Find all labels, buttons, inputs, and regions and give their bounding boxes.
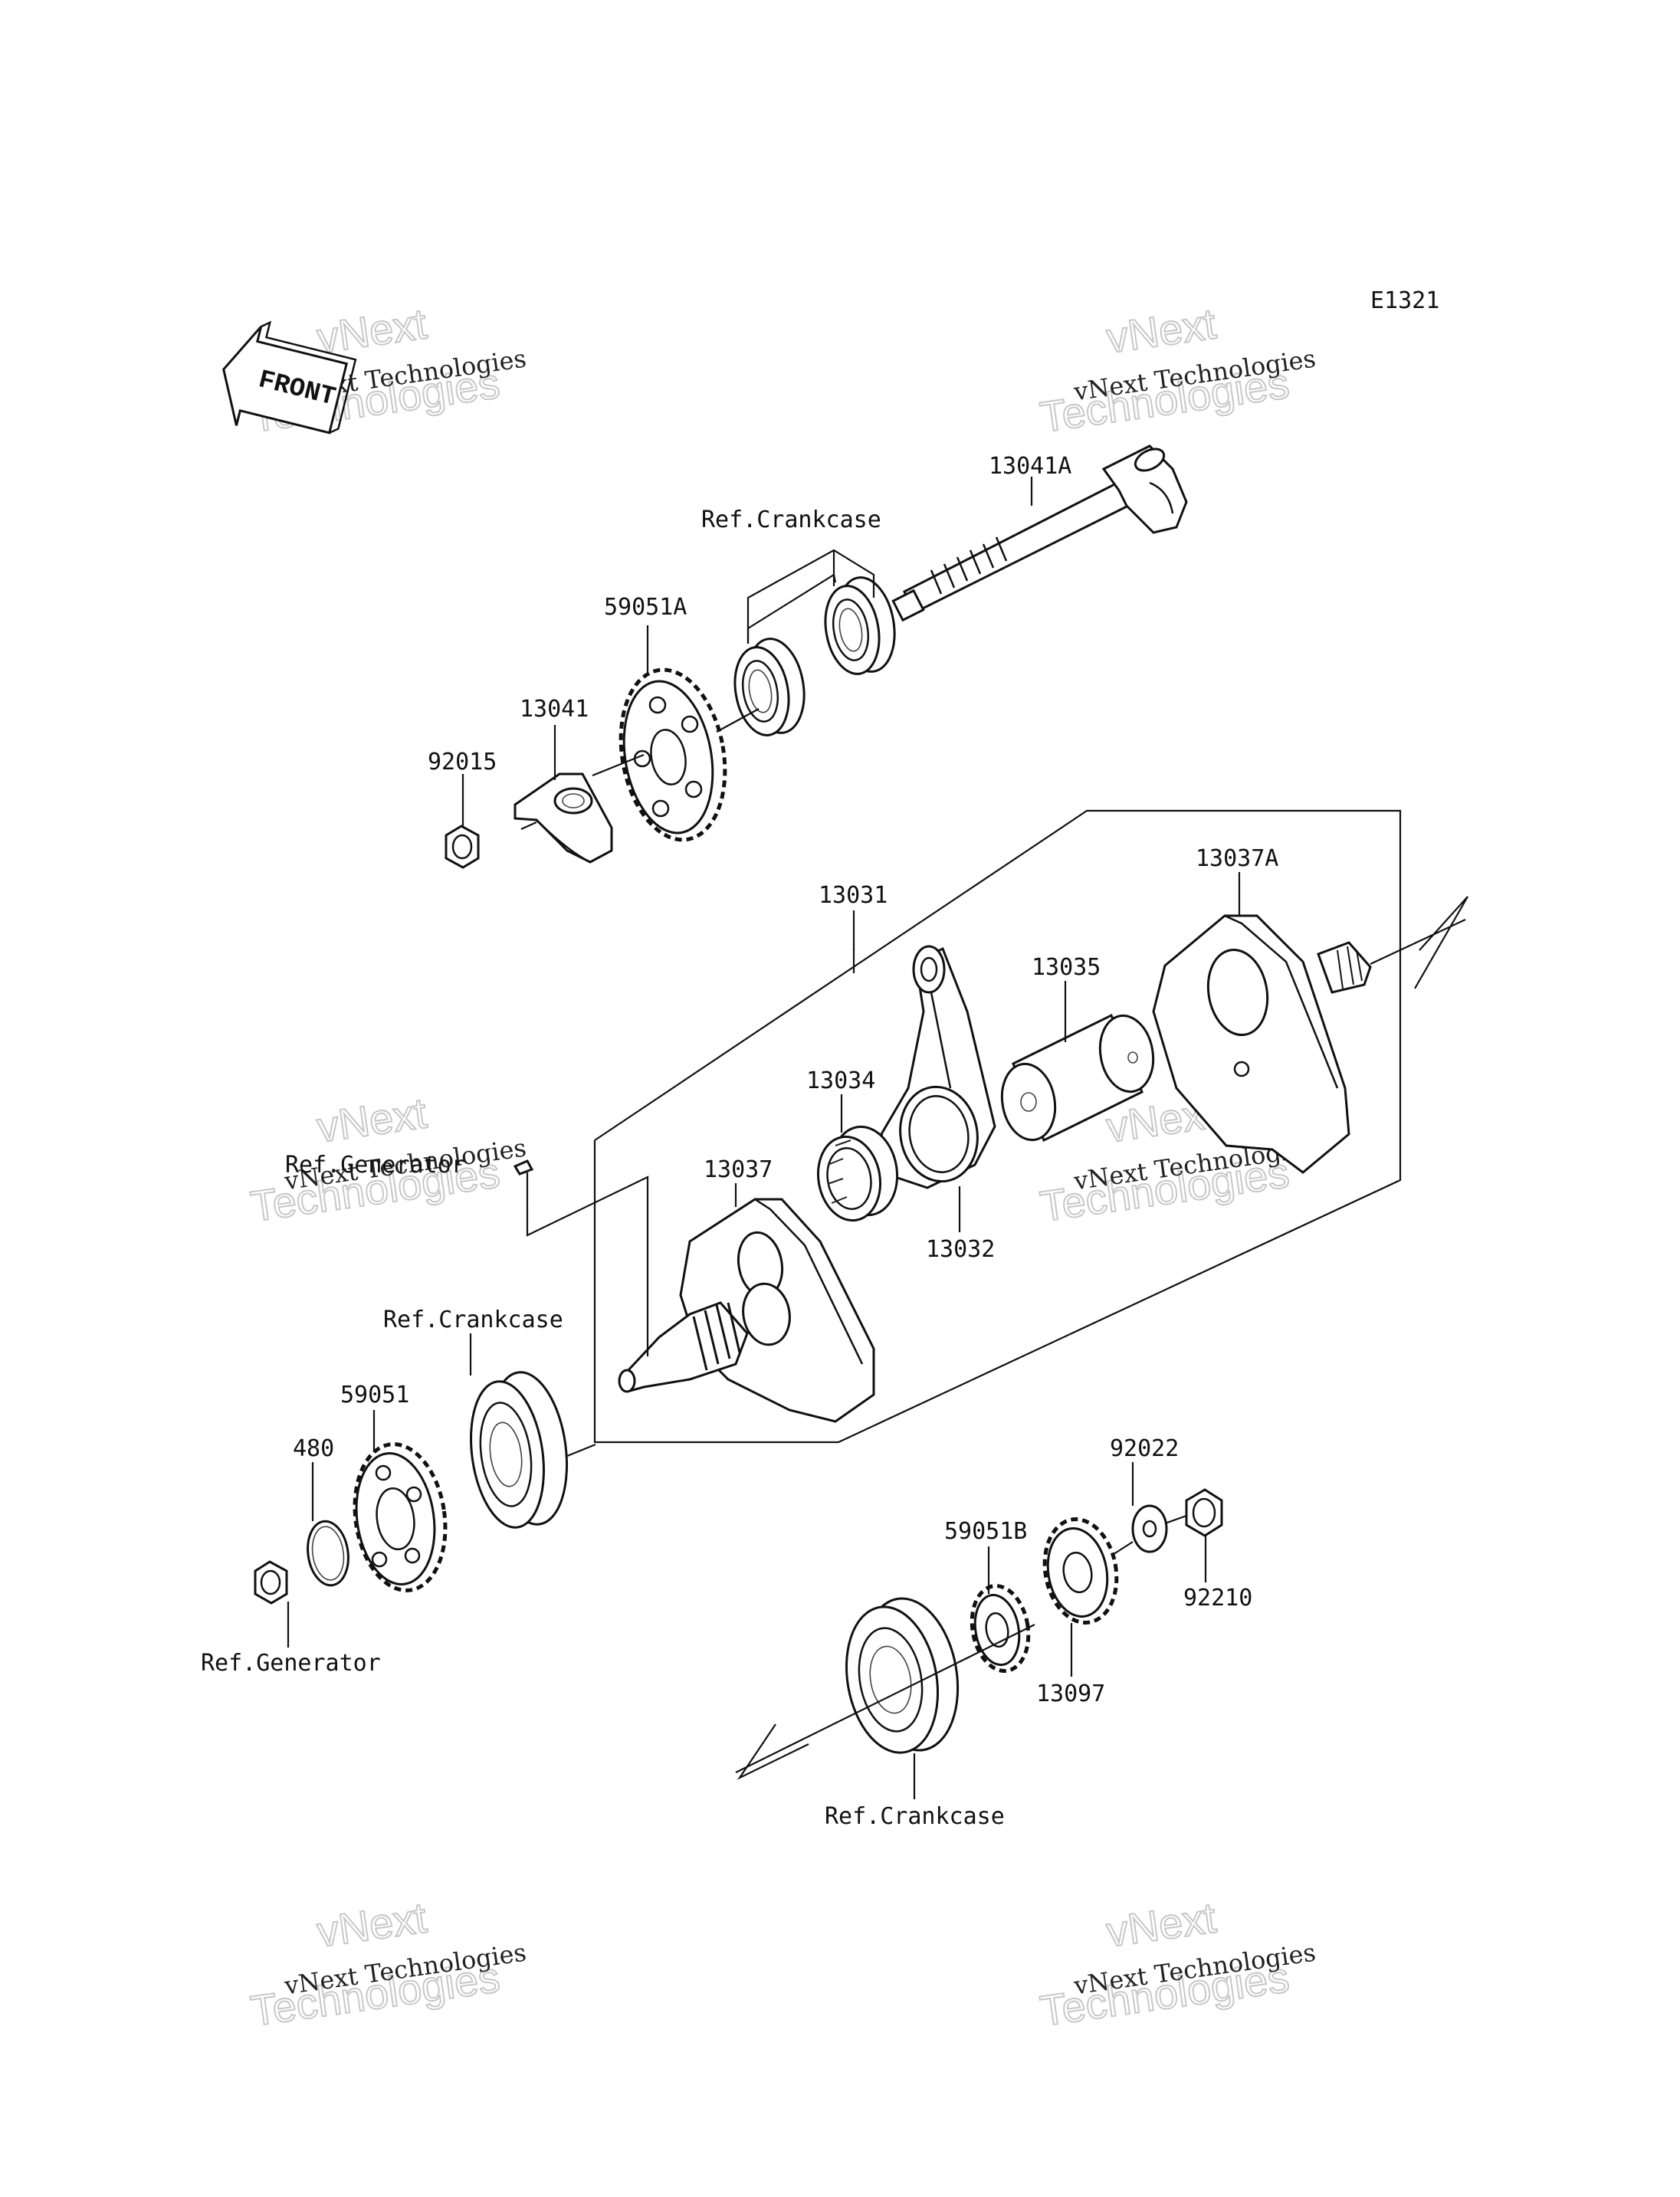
diagram-code: E1321 <box>1370 287 1439 314</box>
connecting-rod-13032 <box>880 945 996 1189</box>
bearing-top-left <box>733 638 806 736</box>
svg-text:vNext: vNext <box>314 1088 430 1151</box>
ref-generator-leader <box>526 1172 649 1356</box>
label-13041A: 13041A <box>989 453 1071 480</box>
label-13037: 13037 <box>704 1156 773 1183</box>
gear-59051 <box>353 1442 448 1592</box>
watermark-top-right: vNext Technologies vNext Technologies <box>1036 298 1317 441</box>
svg-text:vNext: vNext <box>1104 1893 1219 1956</box>
nut-92015 <box>445 825 480 869</box>
crank-half-13037 <box>618 1198 875 1423</box>
label-13032: 13032 <box>926 1236 995 1263</box>
label-480: 480 <box>293 1435 334 1462</box>
label-13031: 13031 <box>819 882 888 909</box>
bearing-top-right <box>824 576 896 675</box>
label-59051: 59051 <box>340 1382 409 1408</box>
gear-13097 <box>1042 1517 1119 1625</box>
front-arrow-icon: FRONT <box>222 320 357 434</box>
washer-92022 <box>1131 1504 1168 1553</box>
label-59051A: 59051A <box>604 594 687 621</box>
watermark-bottom-left: vNext Technologies vNext Technologies <box>247 1892 528 2035</box>
watermark-bottom-right: vNext Technologies vNext Technologies <box>1036 1892 1317 2035</box>
label-13041: 13041 <box>520 696 589 723</box>
gear-59051B <box>970 1583 1031 1674</box>
crank-assembly-frame <box>593 809 1402 1444</box>
label-13034: 13034 <box>806 1067 875 1094</box>
label-ref-crankcase-bottom: Ref.Crankcase <box>825 1803 1005 1830</box>
woodruff-key <box>513 1159 534 1176</box>
label-13097: 13097 <box>1036 1681 1105 1707</box>
label-ref-crankcase-mid: Ref.Crankcase <box>383 1307 563 1333</box>
label-92022: 92022 <box>1110 1435 1179 1462</box>
label-92015: 92015 <box>428 749 497 776</box>
needle-bearing-13034 <box>816 1125 899 1222</box>
nut-92210 <box>1185 1488 1223 1537</box>
label-13037A: 13037A <box>1196 845 1278 872</box>
nut-ref-generator <box>254 1560 288 1605</box>
label-ref-generator-top: Ref.Generator <box>285 1152 465 1179</box>
label-ref-crankcase-top: Ref.Crankcase <box>701 507 881 533</box>
circlip-480 <box>307 1520 349 1587</box>
crank-half-13037A <box>1152 914 1372 1174</box>
label-59051B: 59051B <box>944 1518 1027 1545</box>
ref-crankcase-top-bracket <box>746 549 875 644</box>
crank-pin-13035 <box>1000 1013 1155 1143</box>
bearing-bottom <box>845 1597 960 1754</box>
label-13035: 13035 <box>1032 954 1101 981</box>
bearing-mid <box>470 1371 569 1529</box>
svg-text:vNext: vNext <box>314 1893 430 1956</box>
weight-13041 <box>514 772 613 864</box>
axis-lines <box>520 708 1468 1780</box>
balancer-shaft-13041A <box>891 444 1188 622</box>
label-ref-generator-bottom: Ref.Generator <box>201 1650 381 1677</box>
gear-59051A <box>619 667 727 842</box>
label-92210: 92210 <box>1183 1585 1252 1612</box>
svg-text:vNext: vNext <box>1104 299 1219 362</box>
